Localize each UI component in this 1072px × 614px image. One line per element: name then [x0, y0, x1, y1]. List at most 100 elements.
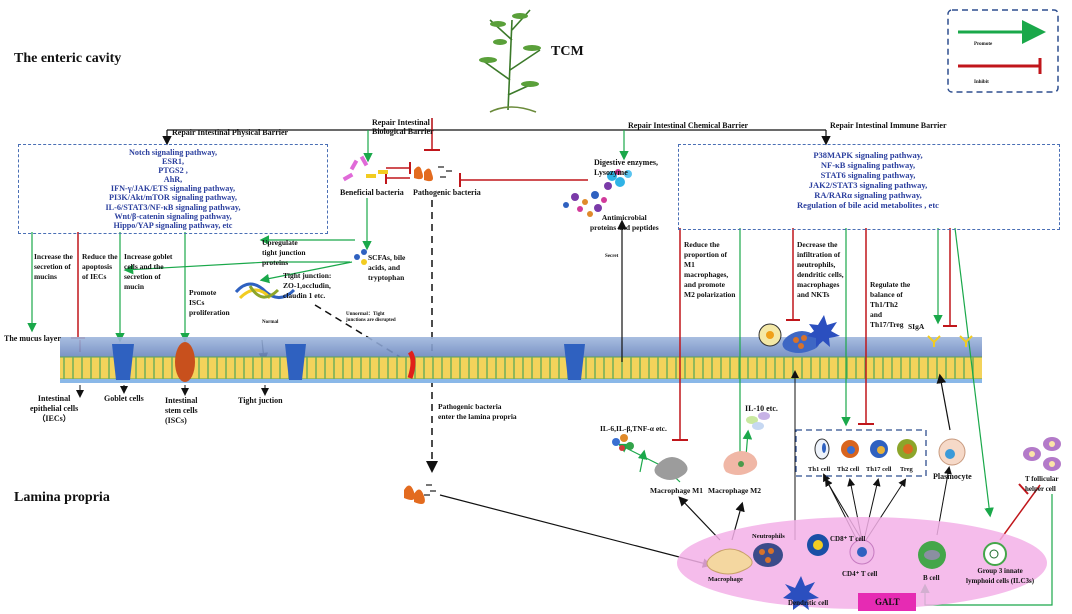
mucus-layer-label: The mucus layer: [4, 334, 61, 343]
tfh-label-line: helper cell: [1025, 485, 1056, 493]
immune-pathway-item: Regulation of bile acid metabolites , et…: [797, 200, 939, 210]
secret-label: Secret: [605, 254, 619, 259]
regulate-th-label-line: and: [870, 310, 883, 319]
increase-goblet-label-line: cells and the: [124, 262, 164, 271]
antimicrobial-label-line: proteins and peptides: [590, 223, 659, 232]
iscs-label-line: stem cells: [165, 406, 198, 415]
m1-label: Macrophage M1: [650, 486, 703, 495]
th1-label: Th1 cell: [808, 466, 831, 473]
upregulate-tj-label-line: proteins: [262, 258, 289, 267]
promote-iscs-label-line: ISCs: [189, 298, 205, 307]
increase-goblet-label-line: mucin: [124, 282, 145, 291]
physical-pathway-item: PTGS2 ,: [158, 166, 188, 176]
goblet-cell-shape: [112, 344, 134, 380]
reduce-m1-label-line: Reduce the: [684, 240, 720, 249]
th-cells-box: [795, 429, 927, 477]
immune-pathway-item: STAT6 signaling pathway,: [820, 170, 916, 180]
physical-pathway-item: Notch signaling pathway,: [128, 148, 218, 157]
enzyme-shapes: [604, 169, 632, 190]
decrease-infiltration-label-line: neutrophils,: [797, 260, 836, 269]
pathogen-enter-label-line: enter the lamina propria: [438, 412, 517, 421]
digestive-enzymes-label-line: Lysozyme: [594, 168, 628, 177]
iec-label-line: epithelial cells: [30, 404, 79, 413]
immune-barrier-label: Repair Intestinal Immune Barrier: [830, 121, 947, 130]
lamina-bacteria-shapes: [404, 484, 436, 504]
physical-pathway-item: AhR,: [163, 175, 183, 185]
increase-goblet-label-line: Increase goblet: [124, 252, 173, 261]
abnormal-label-line: junctions are disrupted: [346, 318, 396, 323]
macrophage-label: Macrophage: [708, 576, 743, 583]
upregulate-tj-label-line: tight junction: [262, 248, 306, 257]
cd4-label: CD4⁺ T cell: [842, 570, 878, 578]
m2-label: Macrophage M2: [708, 486, 761, 495]
scfas-label-line: SCFAs, bile: [368, 253, 406, 262]
promote-iscs-label-line: proliferation: [189, 308, 230, 317]
tight-junction-proteins-label: Tight junction:ZO-1,occludin,claudin 1 e…: [283, 271, 331, 301]
antimicrobial-label-line: Antimicrobial: [601, 213, 647, 222]
increase-goblet-label-line: secretion of: [124, 272, 161, 281]
decrease-infiltration-label-line: dendritic cells,: [797, 270, 844, 279]
pathogenic-bacteria-shapes: [414, 166, 452, 182]
tight-junction-break: [407, 350, 416, 379]
enteric-cavity-label: The enteric cavity: [14, 51, 122, 66]
plasmocyte-label: Plasmocyte: [933, 472, 972, 481]
increase-mucins-label-line: Increase the: [34, 252, 73, 261]
pathogen-enter-label-line: Pathogenic bacteria: [438, 402, 502, 411]
macrophage-shape: [706, 548, 753, 575]
tfh-label-line: T follicular: [1025, 475, 1059, 483]
regulate-th-label-line: balance of: [870, 290, 903, 299]
siga-shapes: [927, 335, 973, 347]
tight-junction-protein-shapes: [234, 282, 296, 300]
mucus-membrane: [60, 337, 982, 357]
normal-label: Normal: [262, 320, 279, 325]
abnormal-label-line: Unnormal：Tight: [346, 312, 385, 317]
biological-barrier-label: Repair Intestinal Biological Barrier: [372, 118, 434, 136]
scfas-label-line: acids, and: [368, 263, 401, 272]
il10-label: IL-10 etc.: [745, 404, 778, 413]
iscs-label-line: (ISCs): [165, 416, 187, 425]
tight-juction-label: Tight juction: [238, 396, 283, 405]
promote-iscs-label-line: Promote: [189, 288, 217, 297]
iec-label-line: （IECs）: [37, 414, 71, 423]
legend-box: [947, 9, 1059, 93]
tfh-label: T follicular helper cell: [1025, 474, 1059, 494]
reduce-apoptosis-label-line: apoptosis: [82, 262, 113, 271]
reduce-apoptosis-label-line: of IECs: [82, 272, 107, 281]
physical-pathway-item: IFN-γ/JAK/ETS signaling pathway,: [110, 184, 236, 194]
reduce-m1-label-line: proportion of: [684, 250, 727, 259]
physical-pathway-item: Hippo/YAP signaling pathway, etc: [113, 220, 233, 230]
immune-pathway-item: P38MAPK signaling pathway,: [813, 150, 923, 160]
immune-pathways-box: [678, 144, 1060, 230]
physical-pathways-box: [18, 144, 328, 234]
galt-label: GALT: [875, 597, 900, 607]
physical-barrier-label: Repair Intestinal Physical Barrier: [172, 128, 289, 137]
iscs-label-line: Intestinal: [165, 396, 198, 405]
physical-pathway-item: IL-6/STAT3/NF-κB signaling pathway,: [105, 202, 241, 212]
il6-label: IL-6,IL-β,TNF-α etc.: [600, 424, 667, 433]
dendritic-label: Dendritic cell: [788, 599, 829, 607]
scfa-shapes: [354, 249, 367, 265]
digestive-enzymes-label-line: Digestive enzymes,: [594, 158, 658, 167]
tight-junction-proteins-label-line: claudin 1 etc.: [283, 291, 326, 300]
ilc3-label-line: lymphoid cells (ILC3s): [966, 577, 1035, 585]
physical-pathways-list: Notch signaling pathway,ESR1,PTGS2 ,AhR,…: [18, 148, 328, 230]
reduce-m1-label-line: M2 polarization: [684, 290, 736, 299]
immune-pathway-item: NF-κB signaling pathway,: [820, 160, 916, 170]
antimicrobial-dots: [563, 191, 607, 217]
regulate-th-label-line: Regulate the: [870, 280, 911, 289]
decrease-infiltration-label-line: and NKTs: [797, 290, 830, 299]
goblet-label: Goblet cells: [104, 394, 144, 403]
stem-cell-shape: [175, 342, 195, 382]
scfas-label-line: tryptophan: [368, 273, 405, 282]
regulate-th-label-line: Th1/Th2: [870, 300, 898, 309]
dendritic-shape: [783, 576, 819, 610]
